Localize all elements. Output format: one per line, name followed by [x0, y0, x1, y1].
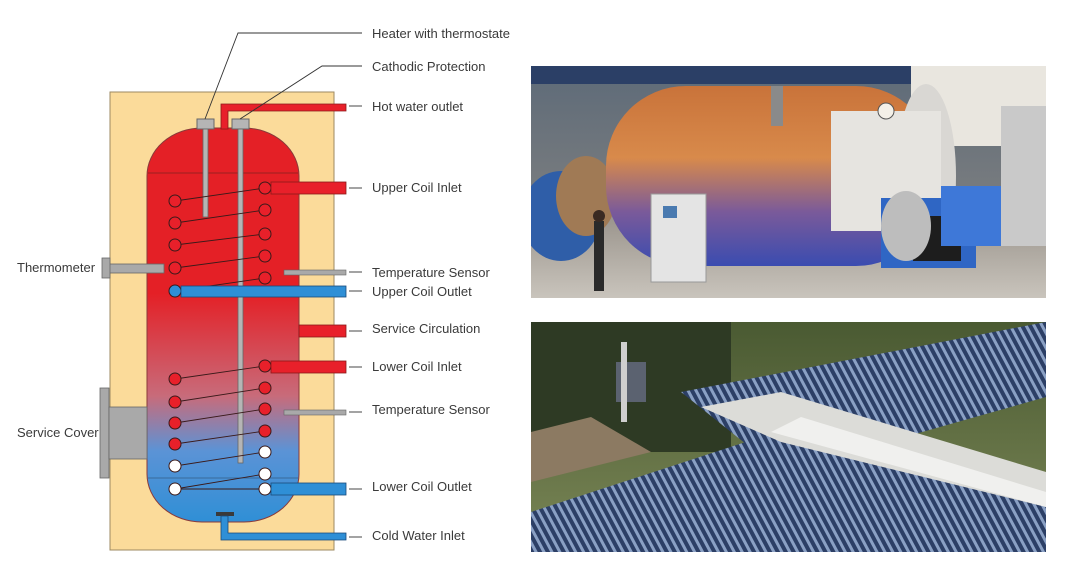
label-service-cover: Service Cover — [17, 425, 99, 440]
upper-coil-inlet-pipe — [270, 181, 347, 195]
label-upper-coil-inlet: Upper Coil Inlet — [372, 180, 462, 195]
lower-coil-loops-hot — [168, 359, 272, 451]
leader-lines — [204, 32, 362, 538]
anode-cap — [231, 118, 250, 130]
thermometer-probe — [103, 263, 165, 274]
upper-coil — [174, 187, 266, 292]
label-hot-water-outlet: Hot water outlet — [372, 99, 463, 114]
label-lower-coil-inlet: Lower Coil Inlet — [372, 359, 462, 374]
cold-inlet-cap — [216, 512, 234, 516]
temperature-sensor-lower — [283, 409, 347, 416]
lower-coil-inlet-pipe — [270, 360, 347, 374]
service-circulation-pipe — [298, 324, 347, 338]
service-cover-flange — [99, 387, 110, 479]
upper-coil-outlet-loop — [168, 284, 182, 298]
label-thermometer: Thermometer — [17, 260, 96, 275]
industrial-boiler-photo — [531, 66, 1046, 298]
label-lower-coil-outlet: Lower Coil Outlet — [372, 479, 472, 494]
cold-inlet-pipe — [220, 515, 347, 541]
service-cover-plate — [108, 406, 148, 460]
label-service-circulation: Service Circulation — [372, 321, 480, 336]
label-upper-coil-outlet: Upper Coil Outlet — [372, 284, 472, 299]
hot-outlet-pipe — [220, 103, 347, 130]
water-tank-diagram: Heater with thermostate Cathodic Protect… — [17, 26, 510, 551]
label-heater: Heater with thermostate — [372, 26, 510, 41]
solar-collector-photo — [531, 322, 1046, 552]
lower-coil — [174, 365, 266, 490]
thermometer-head — [101, 257, 111, 279]
temperature-sensor-upper — [283, 269, 347, 276]
upper-coil-outlet-pipe — [180, 285, 347, 298]
heater-cap — [196, 118, 215, 130]
lower-coil-end-loop — [258, 482, 272, 496]
heater-rod — [202, 128, 209, 218]
upper-coil-loops — [168, 181, 272, 285]
lower-coil-outlet-pipe — [270, 482, 347, 496]
label-cold-water-inlet: Cold Water Inlet — [372, 528, 465, 543]
label-cathodic-protection: Cathodic Protection — [372, 59, 485, 74]
lower-coil-loops-cold — [168, 445, 272, 496]
label-temperature-sensor-lower: Temperature Sensor — [372, 402, 490, 417]
label-temperature-sensor-upper: Temperature Sensor — [372, 265, 490, 280]
